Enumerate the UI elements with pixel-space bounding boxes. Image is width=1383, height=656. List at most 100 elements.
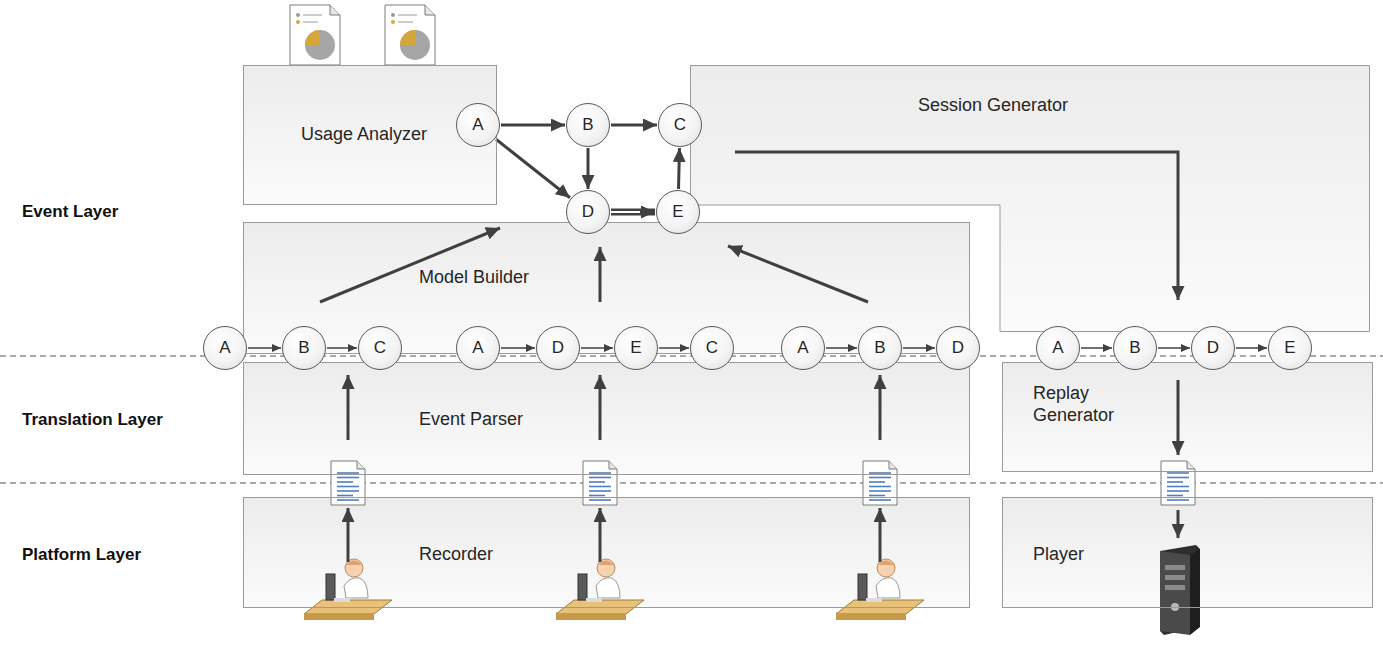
event-circle: A — [203, 326, 247, 370]
flow-arrow — [826, 347, 857, 349]
flow-arrow — [728, 246, 868, 302]
flow-arrow — [1177, 380, 1180, 455]
component-label: Player — [1033, 544, 1084, 566]
event-label: E — [672, 202, 683, 222]
event-label: C — [706, 338, 718, 358]
event-circle: E — [656, 190, 700, 234]
event-circle: D — [566, 190, 610, 234]
server-icon — [1160, 545, 1200, 635]
log-document-icon — [331, 461, 365, 505]
event-label: B — [1129, 338, 1140, 358]
flow-arrow — [347, 508, 350, 562]
flow-arrow — [1177, 510, 1180, 538]
event-circle: E — [614, 326, 658, 370]
user-icon — [556, 559, 644, 620]
flow-arrow — [320, 228, 500, 302]
log-document-icon — [583, 461, 617, 505]
event-label: D — [582, 202, 594, 222]
component-label: Recorder — [419, 544, 493, 566]
illustrations — [290, 5, 1200, 635]
double-line-inner — [611, 211, 640, 213]
flow-arrow — [587, 148, 590, 189]
component-box: Replay Generator — [1002, 362, 1373, 472]
flow-arrow — [1236, 347, 1267, 349]
flow-arrow — [501, 347, 535, 349]
event-circle: A — [1036, 326, 1080, 370]
flow-arrow — [677, 148, 681, 189]
layer-label: Event Layer — [22, 202, 118, 222]
event-label: A — [219, 338, 230, 358]
flow-arrow — [347, 375, 350, 440]
event-circle: D — [1191, 326, 1235, 370]
flow-arrow — [611, 209, 655, 216]
event-circle: D — [536, 326, 580, 370]
event-label: B — [874, 338, 885, 358]
event-label: E — [1284, 338, 1295, 358]
component-label: Usage Analyzer — [301, 124, 427, 146]
component-label: Session Generator — [918, 95, 1068, 117]
layer-label: Platform Layer — [22, 545, 141, 565]
event-label: E — [630, 338, 641, 358]
box-fill — [243, 497, 970, 608]
component-label: Model Builder — [419, 267, 529, 289]
user-icon — [836, 559, 924, 620]
flow-arrow — [659, 347, 689, 349]
event-label: A — [472, 115, 483, 135]
report-document-icon — [385, 5, 435, 65]
component-box: Model Builder — [243, 222, 970, 354]
flow-arrow — [599, 247, 602, 302]
box-fill — [243, 362, 970, 475]
event-circle: B — [858, 326, 902, 370]
flow-arrow — [903, 347, 935, 349]
flow-arrow — [735, 152, 1178, 300]
event-label: B — [298, 338, 309, 358]
event-label: C — [374, 338, 386, 358]
log-document-icon — [863, 461, 897, 505]
flow-arrow — [611, 124, 657, 127]
event-circle: C — [690, 326, 734, 370]
flow-arrow — [496, 139, 570, 197]
event-label: A — [472, 338, 483, 358]
flow-arrow — [581, 347, 613, 349]
log-document-icon — [1161, 461, 1195, 505]
event-label: C — [674, 115, 686, 135]
event-label: D — [952, 338, 964, 358]
event-label: D — [552, 338, 564, 358]
event-label: D — [1207, 338, 1219, 358]
event-label: A — [1052, 338, 1063, 358]
component-box: Session Generator — [690, 65, 1370, 332]
component-box: Recorder — [243, 497, 970, 608]
event-label: B — [582, 115, 593, 135]
report-document-icon — [290, 5, 340, 65]
user-icon — [304, 559, 392, 620]
flow-arrow — [1081, 347, 1112, 349]
component-box: Player — [1002, 497, 1373, 608]
layer-label: Translation Layer — [22, 410, 163, 430]
flow-arrow — [1158, 347, 1190, 349]
event-circle: C — [358, 326, 402, 370]
component-box: Event Parser — [243, 362, 970, 475]
event-circle: C — [658, 103, 702, 147]
component-label: Replay Generator — [1033, 383, 1143, 426]
flow-arrow — [879, 375, 882, 440]
flow-arrow — [599, 508, 602, 562]
flow-arrow — [327, 347, 357, 349]
event-circle: D — [936, 326, 980, 370]
event-circle: E — [1268, 326, 1312, 370]
event-circle: B — [1113, 326, 1157, 370]
component-label: Event Parser — [419, 409, 523, 431]
box-fill — [243, 222, 970, 354]
flow-arrow — [879, 508, 882, 562]
flow-arrow — [248, 347, 281, 349]
event-circle: A — [456, 103, 500, 147]
flow-arrow — [599, 375, 602, 440]
event-circle: A — [456, 326, 500, 370]
event-label: A — [797, 338, 808, 358]
box-fill — [1002, 362, 1373, 472]
event-circle: B — [566, 103, 610, 147]
event-circle: B — [282, 326, 326, 370]
connectors — [248, 125, 1267, 440]
flow-arrow — [501, 124, 565, 127]
